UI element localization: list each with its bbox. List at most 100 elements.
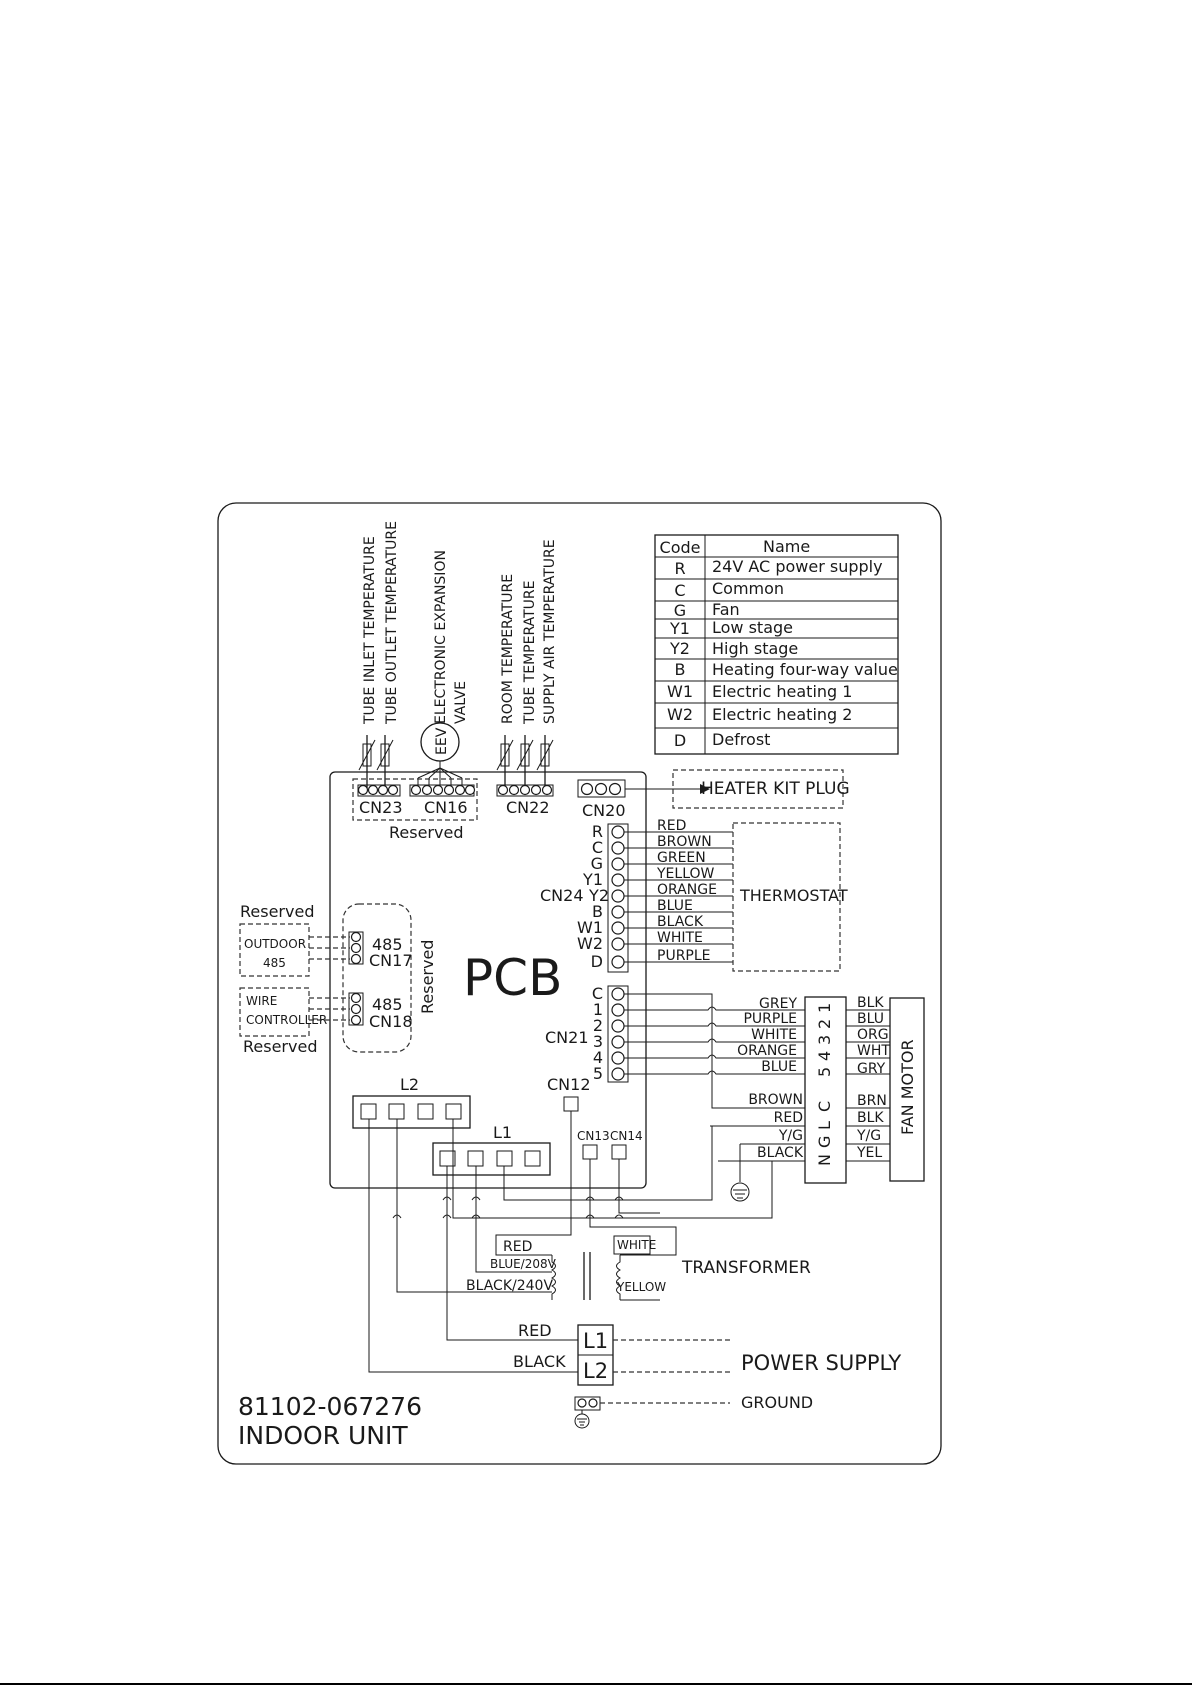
- ground-icon: [730, 1144, 750, 1202]
- thermostat-wire-color: PURPLE: [657, 948, 711, 964]
- cn21-pin-label: 5: [593, 1064, 603, 1083]
- diagram-frame: [217, 502, 942, 1465]
- wire-controller-box: [239, 987, 310, 1037]
- fan-block-pin: N: [815, 1154, 834, 1166]
- transformer-yellow-label: YELLOW: [616, 1280, 666, 1294]
- legend-name: Electric heating 2: [712, 705, 852, 724]
- motor-wire-color: Y/G: [856, 1128, 881, 1144]
- cn16-label: CN16: [424, 798, 468, 817]
- cn20-label: CN20: [582, 801, 626, 820]
- legend-code: C: [674, 581, 685, 600]
- supply-air-label: SUPPLY AIR TEMPERATURE: [542, 539, 558, 724]
- controller-label: CONTROLLER: [246, 1013, 327, 1027]
- legend-name: Electric heating 1: [712, 682, 852, 701]
- fan-wire-color: BLUE: [761, 1059, 797, 1075]
- cn24-terminal-label: Y1: [582, 870, 603, 889]
- ground-label: GROUND: [741, 1393, 813, 1412]
- reserved-dashed-group: [352, 778, 478, 821]
- legend-code: Y1: [669, 619, 690, 638]
- legend-code: Y2: [669, 639, 690, 658]
- reserved-label-2: Reserved: [243, 1037, 317, 1056]
- cn13-label: CN13: [577, 1129, 610, 1143]
- legend-header-code: Code: [660, 538, 701, 557]
- cn24-connector: R C G Y1 Y2 B W1 W2 D CN24: [540, 822, 629, 973]
- power-l2-label: L2: [583, 1359, 608, 1383]
- cn17-485-label: 485: [372, 935, 403, 954]
- cn23-label: CN23: [359, 798, 403, 817]
- cn21-pin-label: 1: [593, 1000, 603, 1019]
- cn24-terminal-label: C: [592, 838, 603, 857]
- fan-wire-color: Y/G: [778, 1128, 803, 1144]
- fan-block-pin: 1: [815, 1003, 834, 1013]
- eev-label-line1: ELECTRONIC EXPANSION: [433, 550, 449, 724]
- thermostat-wire-color: RED: [657, 818, 686, 834]
- motor-wires: BLK BLU ORG WHT GRY BRN BLK Y/G YEL: [846, 995, 890, 1162]
- power-red-label: RED: [518, 1321, 552, 1340]
- legend-code: B: [675, 660, 686, 679]
- thermistor-icon: [358, 735, 394, 788]
- cn13-connector: [582, 1144, 598, 1160]
- motor-wire-color: BLK: [857, 1110, 884, 1126]
- reserved-top-label: Reserved: [389, 823, 463, 842]
- fan-block-pin: L: [815, 1121, 834, 1130]
- motor-wire-color: YEL: [856, 1145, 882, 1161]
- legend-name: High stage: [712, 639, 798, 658]
- cn17-label: CN17: [369, 951, 413, 970]
- heater-kit-box: [672, 769, 844, 809]
- power-supply: L1 L2 RED BLACK POWER SUPPLY GROUND: [513, 1321, 901, 1429]
- transformer-white-label: WHITE: [617, 1238, 656, 1252]
- power-supply-label: POWER SUPPLY: [741, 1351, 901, 1375]
- motor-wire-color: BLU: [857, 1011, 884, 1027]
- fan-wire-color: WHITE: [751, 1027, 797, 1043]
- legend-name: Fan: [712, 600, 740, 619]
- cn14-connector: [611, 1144, 627, 1160]
- legend-header-name: Name: [763, 537, 810, 556]
- legend-code: R: [674, 559, 685, 578]
- cn18-label: CN18: [369, 1012, 413, 1031]
- fan-block-pin: 3: [815, 1035, 834, 1045]
- indoor-unit-label: INDOOR UNIT: [238, 1421, 408, 1450]
- transformer-black-label: BLACK/240V: [466, 1278, 553, 1294]
- cn21-connector: C 1 2 3 4 5 CN21: [545, 984, 629, 1083]
- cn21-pin-label: 2: [593, 1016, 603, 1035]
- room-temp-label: ROOM TEMPERATURE: [500, 574, 516, 724]
- fan-block-pin: 4: [815, 1051, 834, 1061]
- pcb-label: PCB: [463, 949, 562, 1007]
- l1-label: L1: [493, 1123, 512, 1142]
- fan-block-labels: 5 4 3 2 1 N G L C: [815, 1003, 834, 1166]
- transformer-red-label: RED: [503, 1239, 532, 1255]
- power-l1-label: L1: [583, 1329, 608, 1353]
- cn18-connector: 485 CN18: [348, 992, 413, 1031]
- legend-code: W1: [667, 682, 693, 701]
- cn18-485-label: 485: [372, 995, 403, 1014]
- heater-kit-label: HEATER KIT PLUG: [701, 779, 850, 799]
- fan-block-pin: 2: [815, 1019, 834, 1029]
- pcb-board: [329, 771, 647, 1189]
- cn17-connector: 485 CN17: [348, 931, 413, 970]
- power-wires: [368, 1111, 773, 1373]
- reserved-side-label: Reserved: [418, 940, 437, 1014]
- thermostat-wires: RED BROWN GREEN YELLOW ORANGE BLUE BLACK…: [624, 818, 733, 964]
- fan-wires: GREY PURPLE WHITE ORANGE BLUE BROWN RED …: [624, 993, 805, 1162]
- thermostat-wire-color: BLACK: [657, 914, 704, 930]
- legend-table: Code Name R 24V AC power supply C Common…: [654, 534, 899, 755]
- fan-block-pin: G: [815, 1136, 834, 1148]
- cn22-label: CN22: [506, 798, 550, 817]
- thermostat-label: THERMOSTAT: [739, 886, 848, 905]
- fan-wire-color: ORANGE: [737, 1043, 797, 1059]
- fan-terminal-block: [804, 996, 847, 1184]
- fan-wire-color: RED: [774, 1110, 803, 1126]
- cn24-label: CN24: [540, 886, 584, 905]
- arrow-icon: [700, 784, 710, 794]
- cn23-connector: CN23: [357, 784, 403, 817]
- legend-name: Common: [712, 579, 784, 598]
- outdoor-485-box: [239, 923, 310, 977]
- thermostat-box: [732, 822, 841, 972]
- part-number: 81102-067276: [238, 1392, 422, 1421]
- cn21-pin-label: 3: [593, 1032, 603, 1051]
- fan-block-pin: 5: [815, 1067, 834, 1077]
- fan-motor-box: [889, 997, 925, 1182]
- sensor-labels: TUBE INLET TEMPERATURE TUBE OUTLET TEMPE…: [362, 521, 558, 725]
- reserved-side-group: [342, 903, 412, 1053]
- cn24-terminal-label: D: [591, 952, 603, 971]
